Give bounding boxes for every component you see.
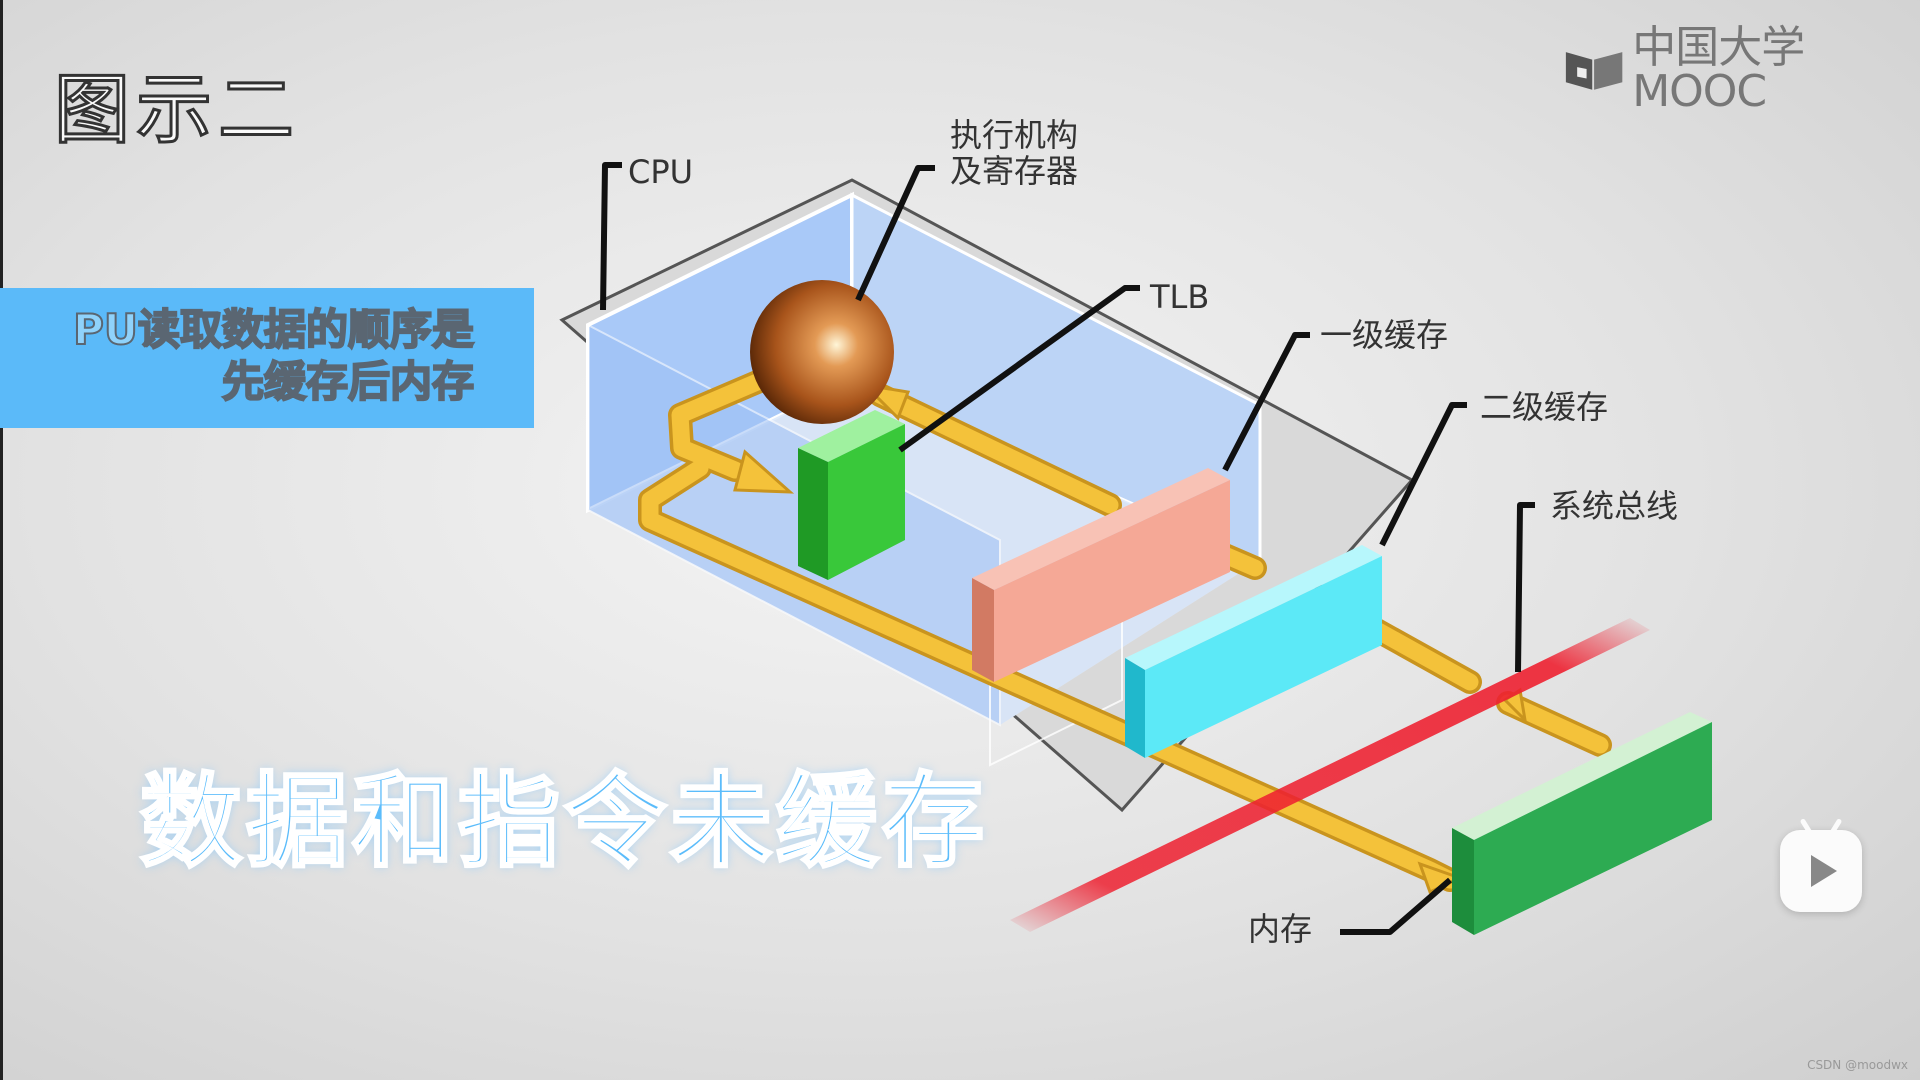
play-button[interactable] bbox=[1780, 830, 1862, 912]
diagram-labels: CPU 执行机构 及寄存器 TLB 一级缓存 二级缓存 系统总线 内存 bbox=[628, 116, 1678, 948]
book-icon bbox=[1565, 52, 1623, 90]
label-cpu: CPU bbox=[628, 153, 693, 191]
label-execution-unit-line-1: 执行机构 bbox=[950, 116, 1078, 154]
play-icon bbox=[1811, 855, 1837, 887]
left-frame-border bbox=[0, 0, 3, 1080]
subtitle: 数据和指令未缓存 bbox=[139, 763, 988, 882]
l1-cache-block bbox=[972, 468, 1230, 682]
caption-text: PU读取数据的顺序是 先缓存后内存 bbox=[0, 304, 475, 408]
caption-line-2: 先缓存后内存 bbox=[221, 356, 475, 407]
cpu-housing bbox=[559, 178, 1415, 813]
label-l1-cache: 一级缓存 bbox=[1320, 316, 1448, 354]
watermark: CSDN @moodwx bbox=[1807, 1058, 1908, 1072]
label-execution-unit-line-2: 及寄存器 bbox=[950, 152, 1078, 190]
tlb-block bbox=[798, 410, 905, 580]
brand-logo: 中国大学MOOC bbox=[1564, 26, 1920, 114]
l2-cache-block bbox=[1125, 545, 1382, 758]
arrow-to-tlb bbox=[733, 449, 795, 494]
execution-unit-sphere bbox=[750, 280, 894, 424]
label-memory: 内存 bbox=[1248, 910, 1312, 948]
label-l2-cache: 二级缓存 bbox=[1480, 388, 1608, 426]
leader-lines bbox=[600, 162, 1535, 935]
page-title: 图示二 bbox=[53, 65, 300, 154]
data-path bbox=[638, 356, 1612, 892]
brand-name: 中国大学MOOC bbox=[1632, 22, 1805, 117]
label-tlb: TLB bbox=[1149, 278, 1209, 316]
label-system-bus: 系统总线 bbox=[1550, 487, 1678, 525]
memory-block bbox=[1452, 712, 1712, 935]
caption-box: PU读取数据的顺序是 先缓存后内存 bbox=[0, 288, 534, 428]
system-bus-stripe bbox=[1010, 618, 1650, 932]
caption-line-1: PU读取数据的顺序是 bbox=[72, 304, 475, 355]
